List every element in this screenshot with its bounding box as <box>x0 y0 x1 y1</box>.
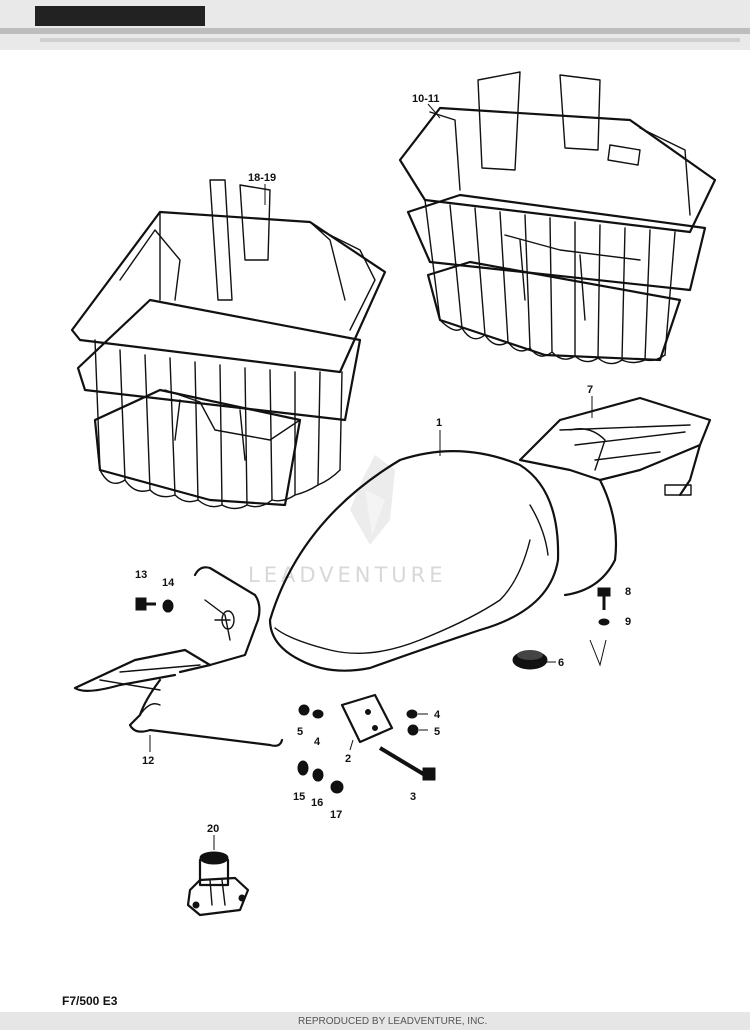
label-7: 7 <box>587 384 593 396</box>
label-5-right: 5 <box>434 726 440 738</box>
support-frame-12 <box>73 566 284 747</box>
washer-4-right <box>406 709 418 719</box>
bolt-13 <box>135 597 156 611</box>
label-14: 14 <box>162 577 175 589</box>
label-4-right: 4 <box>434 709 441 721</box>
label-16: 16 <box>311 797 323 809</box>
cushion-6 <box>512 650 548 670</box>
label-15: 15 <box>293 791 305 803</box>
nut-5-left <box>298 704 310 716</box>
seat <box>268 450 560 672</box>
watermark-logo-icon <box>350 455 395 545</box>
label-9: 9 <box>625 616 631 628</box>
model-code: F7/500 E3 <box>62 994 118 1008</box>
label-18-19: 18-19 <box>248 172 276 184</box>
label-4-left: 4 <box>314 736 321 748</box>
part-15 <box>297 760 309 776</box>
bolt-8 <box>597 587 611 610</box>
part-17 <box>330 780 344 794</box>
label-1: 1 <box>436 417 442 429</box>
label-2: 2 <box>345 753 351 765</box>
label-17: 17 <box>330 809 342 821</box>
bolt-3 <box>378 746 436 781</box>
label-13: 13 <box>135 569 147 581</box>
label-8: 8 <box>625 586 631 598</box>
hinge-bracket-2 <box>340 693 394 744</box>
washer-14 <box>162 599 174 613</box>
label-5-left: 5 <box>297 726 303 738</box>
basket-right <box>398 71 717 365</box>
part-20-housing <box>186 851 250 917</box>
footer-credit: REPRODUCED BY LEADVENTURE, INC. <box>298 1016 487 1027</box>
washer-4-left <box>312 709 324 719</box>
nut-5-right <box>407 724 419 736</box>
washer-9 <box>589 618 610 667</box>
leader-2 <box>349 739 354 751</box>
rear-carrier <box>518 396 712 597</box>
basket-left <box>70 179 387 510</box>
label-12: 12 <box>142 755 154 767</box>
label-10-11: 10-11 <box>412 93 440 105</box>
label-20: 20 <box>207 823 219 835</box>
label-6: 6 <box>558 657 564 669</box>
label-3: 3 <box>410 791 416 803</box>
leader-10-11 <box>427 103 441 119</box>
part-16 <box>312 768 324 782</box>
watermark-text: LEADVENTURE <box>248 563 447 587</box>
